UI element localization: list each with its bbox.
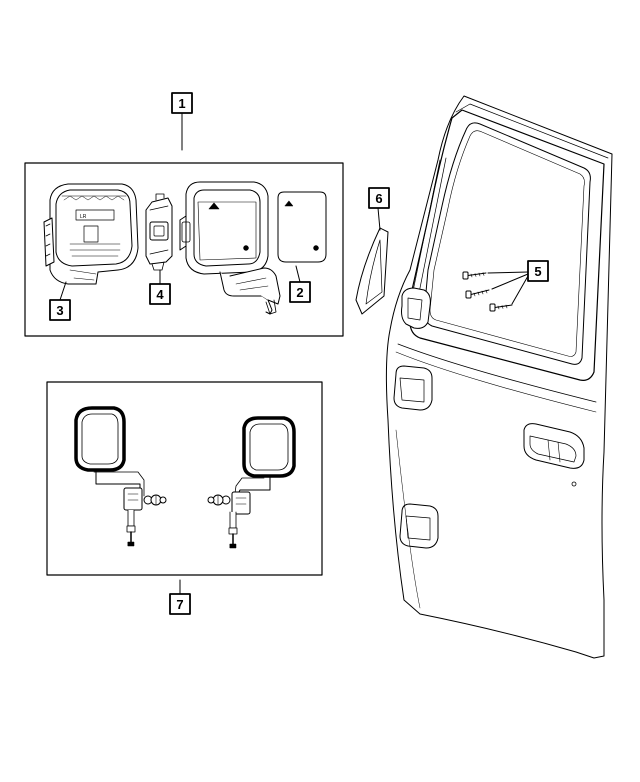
mirror-glass[interactable] (277, 191, 327, 263)
callout-7[interactable]: 7 (169, 593, 191, 615)
callout-6[interactable]: 6 (368, 187, 390, 209)
callout-4-label: 4 (156, 287, 164, 302)
callout-4[interactable]: 4 (149, 283, 171, 305)
corner-trim[interactable] (355, 227, 389, 315)
callout-1-label: 1 (178, 96, 185, 111)
callout-5-label: 5 (534, 264, 541, 279)
housing-label-text: LR (80, 214, 87, 220)
callout-3[interactable]: 3 (49, 299, 71, 321)
leader-6 (377, 207, 381, 231)
leader-5 (487, 271, 529, 305)
group-box-complete-mirrors (46, 381, 323, 576)
mirror-head-assembly[interactable] (179, 181, 281, 315)
leader-3 (59, 281, 67, 301)
callout-7-label: 7 (176, 597, 183, 612)
screw-3[interactable] (489, 303, 513, 312)
left-mirror-complete[interactable] (74, 406, 167, 547)
callout-2-label: 2 (296, 285, 303, 300)
group-box-mirror-components (24, 162, 344, 337)
mounting-screws[interactable] (462, 271, 513, 312)
mirror-actuator[interactable] (145, 193, 173, 271)
screw-1[interactable] (462, 271, 487, 280)
front-door (385, 95, 613, 659)
callout-5[interactable]: 5 (527, 260, 549, 282)
screw-2[interactable] (465, 289, 490, 299)
right-mirror-complete[interactable] (207, 416, 296, 549)
rear-housing-cover[interactable]: LR (43, 183, 139, 285)
callout-6-label: 6 (375, 191, 382, 206)
leader-2 (295, 265, 301, 283)
callout-1[interactable]: 1 (171, 92, 193, 114)
callout-2[interactable]: 2 (289, 281, 311, 303)
callout-3-label: 3 (56, 303, 63, 318)
